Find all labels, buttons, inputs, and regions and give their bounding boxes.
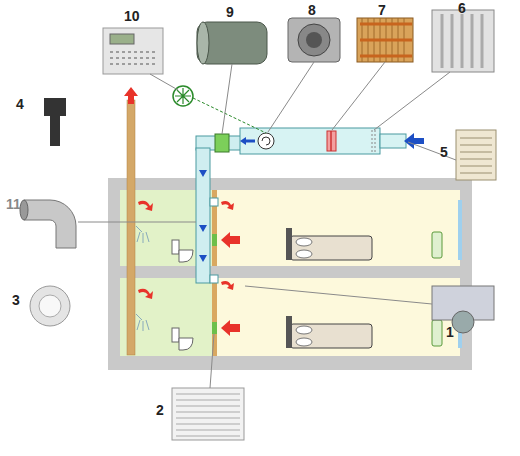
leader-line <box>222 64 232 134</box>
fan-picture <box>288 18 340 62</box>
grille-picture <box>460 138 492 173</box>
pillow <box>296 338 312 346</box>
transfer-arrow <box>221 320 240 336</box>
exhaust-arrow <box>138 289 153 299</box>
callout-number: 10 <box>124 8 140 24</box>
elbow-picture <box>24 200 76 248</box>
callout-number: 3 <box>12 292 20 308</box>
plenum-picture <box>452 311 474 333</box>
controller-picture <box>110 34 134 44</box>
leader-line <box>210 334 214 388</box>
controller-picture <box>103 28 163 74</box>
bed-headboard <box>286 228 292 260</box>
controller-symbol <box>175 88 191 104</box>
control-wire <box>193 98 266 133</box>
filter-picture <box>442 14 482 68</box>
pillow <box>296 238 312 246</box>
radiator <box>432 320 442 346</box>
leader-line <box>245 286 432 304</box>
exhaust-arrow <box>138 201 153 211</box>
exhaust-cap-picture <box>44 98 66 146</box>
callout-number: 4 <box>16 96 24 112</box>
bed <box>290 236 372 260</box>
air-handling-unit <box>240 128 380 154</box>
leader-line <box>78 222 196 223</box>
lower-room <box>120 278 460 356</box>
callout-number: 8 <box>308 2 316 18</box>
heating-coil <box>327 131 336 151</box>
bed <box>290 324 372 348</box>
supply-flow-arrow <box>199 170 207 262</box>
silencer-picture <box>197 22 267 64</box>
transfer-grille <box>212 322 217 334</box>
leader-line <box>268 62 314 132</box>
grille-picture <box>456 130 496 180</box>
transfer-grille <box>212 234 217 246</box>
supply-air-arrow <box>221 281 234 290</box>
building-wall <box>108 178 472 370</box>
supply-branch <box>210 198 218 206</box>
elbow-picture <box>20 200 28 220</box>
coil-picture <box>357 18 413 62</box>
fan-symbol <box>258 133 274 149</box>
exhaust-duct <box>127 100 135 355</box>
silencer-picture <box>197 22 209 64</box>
transfer-arrow <box>221 232 240 248</box>
toilet <box>179 250 193 262</box>
callout-number: 5 <box>440 144 448 160</box>
toilet <box>172 240 179 254</box>
radiator <box>432 232 442 258</box>
leader-line <box>150 74 178 90</box>
return-grille-picture <box>172 388 244 440</box>
toilet <box>179 338 193 350</box>
leader-line <box>332 62 385 130</box>
callout-number: 6 <box>458 0 466 16</box>
return-grille-picture <box>176 394 240 436</box>
callout-number: 1 <box>446 324 454 340</box>
leader-lines <box>78 62 456 388</box>
callout-number: 2 <box>156 402 164 418</box>
shower <box>136 226 149 243</box>
filter-symbol <box>372 130 375 152</box>
pillow <box>296 326 312 334</box>
leader-line <box>408 142 456 160</box>
intake-duct <box>380 134 406 148</box>
filter-picture <box>432 10 494 72</box>
window <box>458 200 462 260</box>
exhaust-arrow <box>124 87 138 104</box>
bed-headboard <box>286 316 292 348</box>
flow-arrow <box>240 137 246 145</box>
supply-duct <box>196 148 210 283</box>
coil-picture <box>360 24 412 56</box>
leader-line <box>374 72 450 130</box>
fan-picture <box>306 32 322 48</box>
callout-number: 11 <box>6 196 21 212</box>
upper-room <box>120 190 460 266</box>
heating-coil <box>330 131 332 151</box>
pillow <box>296 250 312 258</box>
diffuser-picture <box>30 286 70 326</box>
shower <box>136 314 149 331</box>
supply-air-arrow <box>221 201 234 210</box>
toilet <box>172 328 179 342</box>
fan-picture <box>298 24 330 56</box>
controller-picture <box>110 52 156 64</box>
callout-number: 7 <box>378 2 386 18</box>
supply-branch <box>210 275 218 283</box>
callout-number: 9 <box>226 4 234 20</box>
fan-symbol <box>262 137 270 145</box>
silencer <box>215 134 229 152</box>
diffuser-picture <box>39 295 61 317</box>
flow-arrow <box>245 140 255 143</box>
